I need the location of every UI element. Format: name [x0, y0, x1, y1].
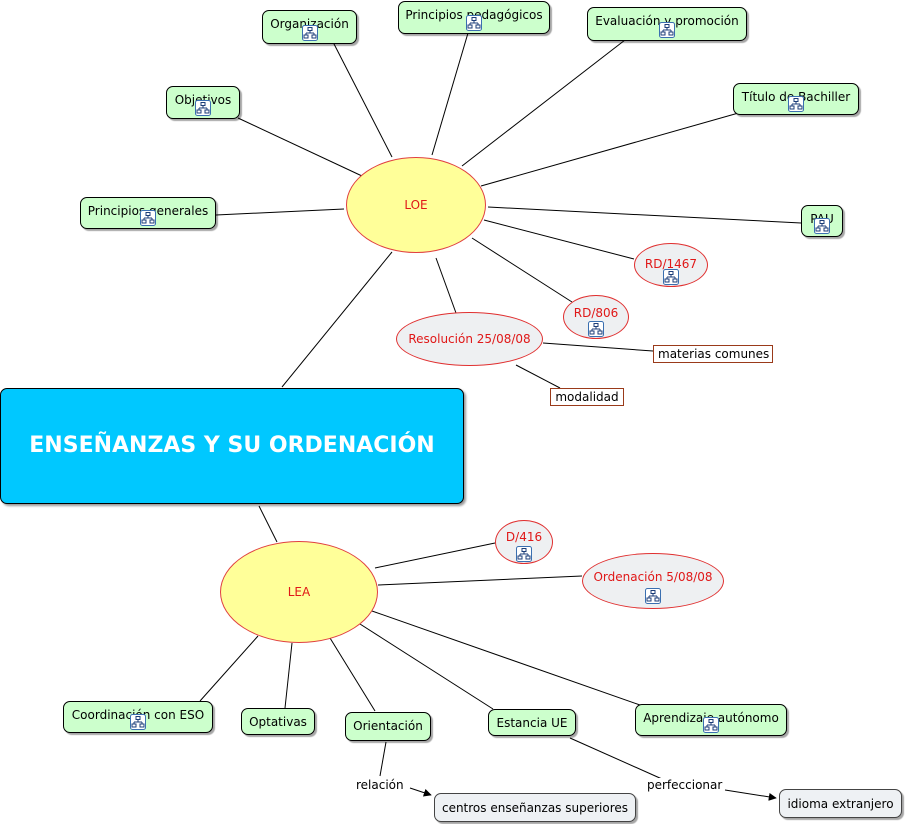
- node-principios-generales[interactable]: Principios generales: [80, 197, 216, 229]
- node-label: Estancia UE: [496, 716, 568, 730]
- line-orientacion-relacion: [379, 741, 387, 777]
- line-loe-evaluacion: [461, 39, 626, 167]
- node-centros-superiores[interactable]: centros enseñanzas superiores: [434, 793, 636, 822]
- node-label: Organización: [270, 17, 349, 31]
- node-pau[interactable]: PAU: [801, 205, 843, 237]
- node-label: Evaluación y promoción: [595, 14, 739, 28]
- link-label-perfeccionar: perfeccionar: [645, 778, 725, 792]
- node-rd806[interactable]: RD/806: [563, 295, 629, 339]
- line-loe-organizacion: [332, 41, 393, 158]
- node-aprendizaje-autonomo[interactable]: Aprendizaje autónomo: [635, 704, 787, 736]
- line-loe-principios-pedagogicos: [431, 32, 469, 156]
- line-lea-optativas: [284, 642, 293, 709]
- node-titulo-bachiller[interactable]: Título de Bachiller: [733, 83, 859, 115]
- line-loe-rd1467: [483, 219, 635, 260]
- hub-loe[interactable]: LOE: [346, 157, 486, 253]
- line-central-lea: [258, 505, 278, 543]
- linked-map-icon[interactable]: [588, 321, 604, 337]
- node-optativas[interactable]: Optativas: [241, 708, 315, 735]
- line-lea-orientacion: [329, 637, 376, 712]
- central-label: ENSEÑANZAS Y SU ORDENACIÓN: [29, 433, 435, 458]
- node-idioma-extranjero[interactable]: idioma extranjero: [779, 789, 902, 818]
- line-lea-ordenacion: [377, 575, 583, 586]
- link-label-relacion: relación: [354, 778, 406, 792]
- line-lea-coordinacion: [199, 635, 259, 702]
- node-orientacion[interactable]: Orientación: [345, 712, 431, 741]
- node-coordinacion-eso[interactable]: Coordinación con ESO: [63, 701, 213, 733]
- tag-label: modalidad: [555, 390, 619, 404]
- central-topic[interactable]: ENSEÑANZAS Y SU ORDENACIÓN: [0, 388, 464, 504]
- hub-label: LOE: [404, 198, 428, 212]
- node-objetivos[interactable]: Objetivos: [166, 86, 240, 119]
- node-d416[interactable]: D/416: [495, 520, 553, 564]
- node-principios-pedagogicos[interactable]: Principios pedagógicos: [398, 1, 550, 34]
- hub-label: LEA: [287, 585, 311, 599]
- node-resolucion[interactable]: Resolución 25/08/08: [396, 312, 543, 366]
- line-perfeccionar-idioma: [724, 789, 777, 801]
- linked-map-icon[interactable]: [663, 269, 679, 285]
- node-ordenacion[interactable]: Ordenación 5/08/08: [582, 553, 724, 609]
- tag-materias-comunes[interactable]: materias comunes: [653, 345, 773, 363]
- line-loe-titulo: [480, 111, 743, 187]
- line-lea-d416: [374, 542, 496, 569]
- node-label: D/416: [505, 530, 543, 544]
- node-label: Ordenación 5/08/08: [593, 570, 713, 584]
- line-loe-rd806: [471, 237, 573, 303]
- linked-map-icon[interactable]: [130, 714, 146, 730]
- linked-map-icon[interactable]: [516, 546, 532, 562]
- node-label: Resolución 25/08/08: [408, 332, 531, 346]
- line-loe-objetivos: [237, 117, 363, 177]
- linked-map-icon[interactable]: [788, 96, 804, 112]
- tag-modalidad[interactable]: modalidad: [550, 388, 624, 406]
- node-evaluacion[interactable]: Evaluación y promoción: [587, 7, 747, 41]
- node-rd1467[interactable]: RD/1467: [634, 243, 708, 287]
- line-relacion-centros: [409, 787, 432, 797]
- node-label: Optativas: [249, 715, 307, 729]
- node-label: idioma extranjero: [787, 797, 894, 811]
- linked-map-icon[interactable]: [195, 100, 211, 116]
- line-lea-aprendizaje: [371, 610, 641, 706]
- node-label: Orientación: [353, 719, 423, 733]
- node-estancia-ue[interactable]: Estancia UE: [488, 709, 576, 736]
- linked-map-icon[interactable]: [645, 588, 661, 604]
- linked-map-icon[interactable]: [703, 717, 719, 733]
- linked-map-icon[interactable]: [659, 22, 675, 38]
- linked-map-icon[interactable]: [302, 25, 318, 41]
- node-label: RD/1467: [644, 257, 698, 271]
- line-estancia-perfeccionar: [569, 737, 663, 780]
- line-loe-pau: [487, 206, 802, 224]
- line-resolucion-materias: [542, 342, 654, 352]
- node-label: centros enseñanzas superiores: [441, 801, 629, 815]
- line-resolucion-modalidad: [515, 364, 561, 389]
- hub-lea[interactable]: LEA: [220, 541, 378, 643]
- node-organizacion[interactable]: Organización: [262, 10, 357, 44]
- linked-map-icon[interactable]: [814, 218, 830, 234]
- line-loe-principios-generales: [215, 208, 345, 216]
- line-lea-estancia: [359, 623, 494, 710]
- tag-label: materias comunes: [658, 347, 770, 361]
- linked-map-icon[interactable]: [140, 210, 156, 226]
- node-label: RD/806: [573, 306, 619, 320]
- line-loe-central: [281, 251, 393, 388]
- line-loe-resolucion: [435, 257, 457, 314]
- linked-map-icon[interactable]: [466, 15, 482, 31]
